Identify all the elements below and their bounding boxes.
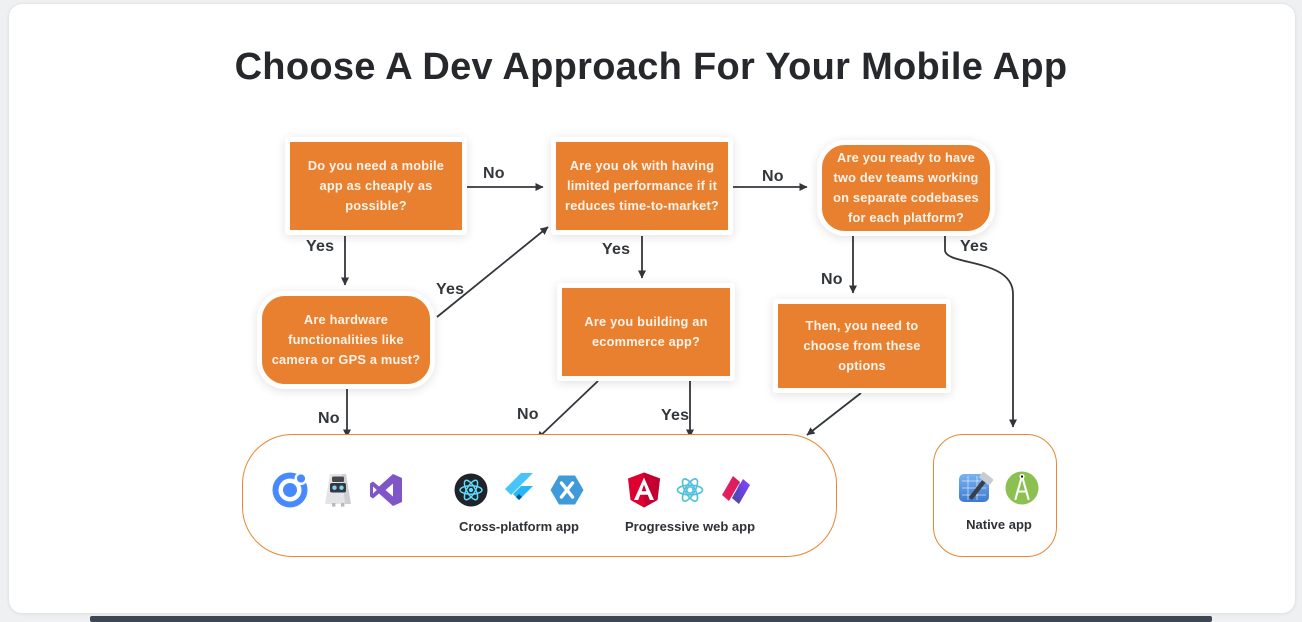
node-hardware-question: Are hardware functionalities like camera… bbox=[257, 291, 435, 389]
node-text: Are hardware functionalities like camera… bbox=[271, 312, 421, 367]
xamarin-icon bbox=[550, 475, 584, 505]
react-icon bbox=[676, 478, 704, 502]
edge-label-two-teams-yes: Yes bbox=[960, 238, 989, 255]
cross-platform-icon-row bbox=[451, 470, 587, 510]
native-app-label: Native app bbox=[966, 517, 1032, 532]
pwa-label: Progressive web app bbox=[624, 519, 756, 534]
hybrid-icon-row bbox=[270, 470, 406, 510]
native-icon-row bbox=[956, 468, 1042, 508]
polymer-icon bbox=[722, 476, 750, 504]
cross-platform-group: Cross-platform app bbox=[451, 470, 587, 536]
flutter-icon bbox=[505, 473, 533, 500]
xcode-icon bbox=[959, 472, 994, 502]
page-title: Choose A Dev Approach For Your Mobile Ap… bbox=[234, 46, 1068, 88]
native-app-group: Native app bbox=[953, 468, 1045, 534]
node-performance-question: Are you ok with having limited performan… bbox=[551, 137, 733, 235]
ionic-icon bbox=[272, 471, 308, 508]
android-studio-icon bbox=[1005, 471, 1039, 505]
node-two-teams-question: Are you ready to have two dev teams work… bbox=[817, 140, 995, 236]
edge-label-performance-yes: Yes bbox=[602, 241, 631, 258]
cordova-icon bbox=[325, 474, 351, 507]
cross-platform-label: Cross-platform app bbox=[459, 519, 579, 534]
node-text: Are you ok with having limited performan… bbox=[565, 158, 719, 213]
edge-label-performance-no: No bbox=[762, 168, 784, 185]
node-text: Are you building an ecommerce app? bbox=[584, 314, 708, 349]
visual-studio-icon bbox=[370, 474, 402, 506]
pwa-icon-row bbox=[624, 470, 756, 510]
edge-label-hardware-no: No bbox=[318, 410, 340, 427]
native-app-container bbox=[933, 434, 1057, 557]
node-then-choose: Then, you need to choose from these opti… bbox=[773, 299, 951, 393]
node-text: Then, you need to choose from these opti… bbox=[803, 318, 921, 373]
node-ecommerce-question: Are you building an ecommerce app? bbox=[557, 283, 735, 381]
edge-label-cheap-yes: Yes bbox=[306, 238, 335, 255]
angular-icon bbox=[628, 472, 660, 508]
edge-label-cheap-no: No bbox=[483, 165, 505, 182]
edge-label-hardware-yes: Yes bbox=[436, 281, 465, 298]
react-native-icon bbox=[454, 473, 488, 507]
edge-label-two-teams-no: No bbox=[821, 271, 843, 288]
edge-label-ecommerce-yes: Yes bbox=[661, 407, 690, 424]
edge-label-ecommerce-no: No bbox=[517, 406, 539, 423]
pwa-group: Progressive web app bbox=[620, 470, 760, 536]
bottom-edge-bar bbox=[90, 616, 1212, 622]
node-text: Are you ready to have two dev teams work… bbox=[833, 150, 979, 225]
node-cheap-question: Do you need a mobile app as cheaply as p… bbox=[285, 137, 467, 235]
hybrid-app-group bbox=[270, 470, 406, 510]
node-text: Do you need a mobile app as cheaply as p… bbox=[307, 158, 445, 213]
